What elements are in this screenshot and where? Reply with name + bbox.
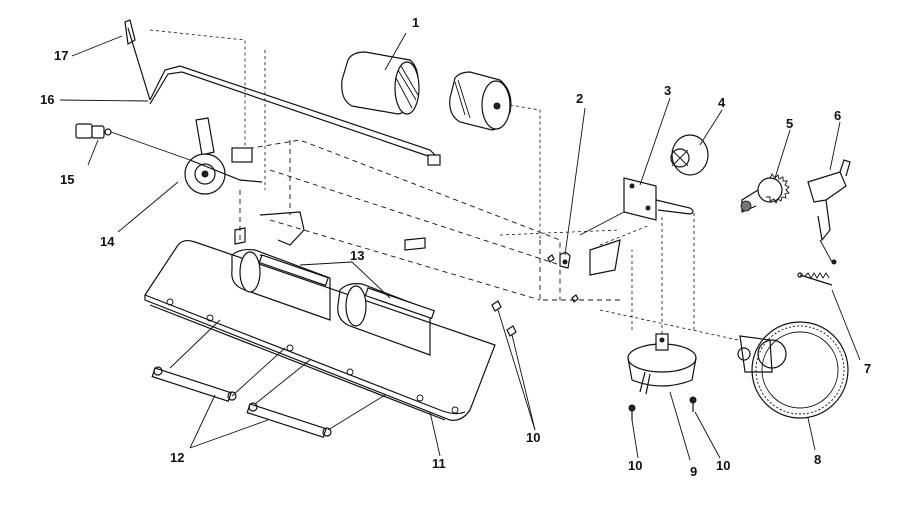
- roller-lower-pair: [151, 319, 386, 439]
- switch-assembly: [807, 159, 851, 265]
- callout-1: 1: [412, 15, 419, 30]
- clip-part-small: [559, 252, 571, 269]
- callout-12: 12: [170, 450, 184, 465]
- lever-wheel-part: [184, 117, 263, 195]
- gear-shaft-part: [740, 173, 790, 213]
- callout-13: 13: [350, 248, 364, 263]
- callout-10-middle: 10: [628, 458, 642, 473]
- screws: [491, 254, 697, 420]
- callout-labels: 1 2 3 4 5 6 7 8 9 10 10 10 11 12 13 14 1…: [40, 15, 871, 479]
- plug-part: [75, 123, 191, 161]
- callout-17: 17: [54, 48, 68, 63]
- spring-part: [797, 272, 833, 286]
- shaft-rod: [149, 65, 442, 166]
- callout-7: 7: [864, 361, 871, 376]
- callout-9: 9: [690, 464, 697, 479]
- callout-8: 8: [814, 452, 821, 467]
- callout-16: 16: [40, 92, 54, 107]
- roller-upper-pair: [231, 248, 435, 356]
- callout-2: 2: [576, 91, 583, 106]
- callout-3: 3: [664, 83, 671, 98]
- callout-4: 4: [718, 95, 726, 110]
- cylinder-part: [341, 51, 420, 115]
- callout-6: 6: [834, 108, 841, 123]
- callout-5: 5: [786, 116, 793, 131]
- callout-14: 14: [100, 234, 115, 249]
- callout-10-right: 10: [716, 458, 730, 473]
- callout-10-left: 10: [526, 430, 540, 445]
- drive-motor: [627, 210, 697, 395]
- frame-dashed-outline: [149, 29, 651, 301]
- tray-part: [144, 239, 496, 421]
- gear-disk: [670, 134, 709, 176]
- callout-11: 11: [432, 456, 446, 471]
- frame-bracket: [234, 211, 426, 251]
- plate-bracket: [579, 177, 694, 276]
- knob-part: [599, 309, 849, 419]
- callout-15: 15: [60, 172, 74, 187]
- motor-part: [449, 71, 541, 240]
- leader-lines: [59, 32, 861, 461]
- clip-part: [124, 19, 151, 101]
